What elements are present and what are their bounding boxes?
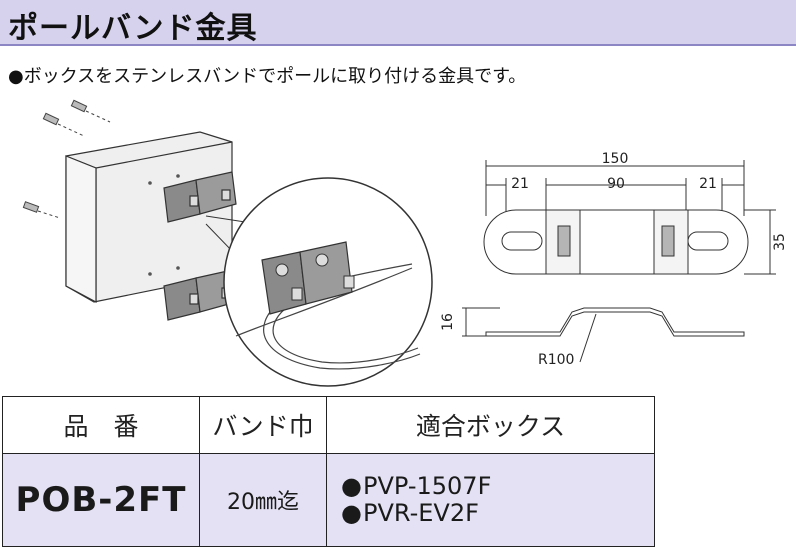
bullet-icon: ● xyxy=(341,499,362,527)
dim-total: 150 xyxy=(602,151,629,167)
dim-left: 21 xyxy=(511,176,529,192)
radius-label: R100 xyxy=(538,352,574,368)
description: ●ボックスをステンレスバンドでポールに取り付ける金具です。 xyxy=(8,66,527,87)
dim-depth: 16 xyxy=(440,313,456,331)
screw-icon xyxy=(70,99,111,123)
title-bar: ポールバンド金具 xyxy=(0,0,796,46)
page-title: ポールバンド金具 xyxy=(8,11,258,46)
list-item: ●PVP-1507F xyxy=(341,472,492,500)
dimension-drawing: 150 21 90 21 35 16 R100 xyxy=(440,151,788,368)
band-bracket xyxy=(163,171,237,223)
screw-icon xyxy=(42,112,85,137)
detail-magnifier xyxy=(223,177,433,387)
product-code: POB-2FT xyxy=(2,453,200,547)
list-item: ●PVR-EV2F xyxy=(341,499,479,527)
compatible-boxes: ●PVP-1507F ●PVR-EV2F xyxy=(326,453,655,547)
table-header-row: 品 番 バンド巾 適合ボックス xyxy=(2,396,655,454)
spec-table: 品 番 バンド巾 適合ボックス POB-2FT 20㎜迄 ●PVP-1507F … xyxy=(2,396,655,547)
dim-height: 35 xyxy=(772,233,788,251)
bullet-icon: ● xyxy=(341,472,362,500)
header-cell: バンド巾 xyxy=(199,396,327,454)
box-illustration xyxy=(22,99,433,387)
pull-box xyxy=(65,131,233,303)
header-cell: 品 番 xyxy=(2,396,200,454)
dim-right: 21 xyxy=(699,176,717,192)
dim-mid: 90 xyxy=(607,176,625,192)
screw-icon xyxy=(22,201,61,219)
band-width: 20㎜迄 xyxy=(199,453,327,547)
table-row: POB-2FT 20㎜迄 ●PVP-1507F ●PVR-EV2F xyxy=(2,453,655,547)
header-cell: 適合ボックス xyxy=(326,396,655,454)
